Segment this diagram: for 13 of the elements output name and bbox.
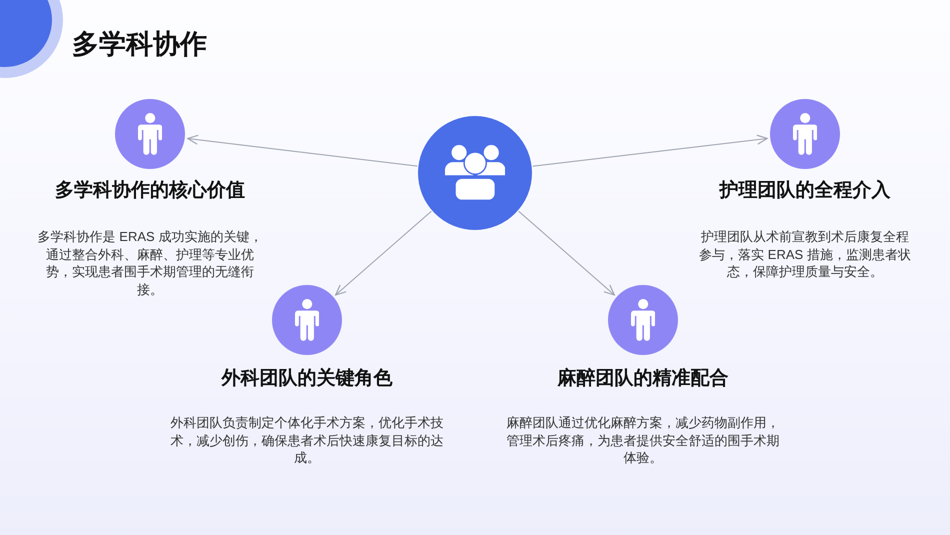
arrow bbox=[532, 134, 768, 167]
section-heading: 多学科协作的核心价值 bbox=[55, 178, 245, 203]
arrow bbox=[187, 134, 418, 167]
arrow bbox=[518, 210, 615, 296]
section-description: 外科团队负责制定个体化手术方案，优化手术技术，减少创伤，确保患者术后快速康复目标的达成。 bbox=[170, 414, 444, 466]
section-heading: 外科团队的关键角色 bbox=[222, 366, 392, 391]
section-description: 麻醉团队通过优化麻醉方案，减少药物副作用，管理术后疼痛，为患者提供安全舒适的围手术期体验。 bbox=[506, 414, 780, 466]
slide-title: 多学科协作 bbox=[72, 28, 207, 61]
section-heading: 护理团队的全程介入 bbox=[720, 178, 890, 203]
section-heading: 麻醉团队的精准配合 bbox=[558, 366, 728, 391]
arrow bbox=[335, 210, 432, 296]
section-description: 多学科协作是 ERAS 成功实施的关键，通过整合外科、麻醉、护理等专业优势，实现患者围手术期管理的无缝衔接。 bbox=[36, 228, 264, 298]
section-description: 护理团队从术前宣教到术后康复全程参与，落实 ERAS 措施，监测患者状态，保障护理质量与安全。 bbox=[698, 228, 912, 280]
